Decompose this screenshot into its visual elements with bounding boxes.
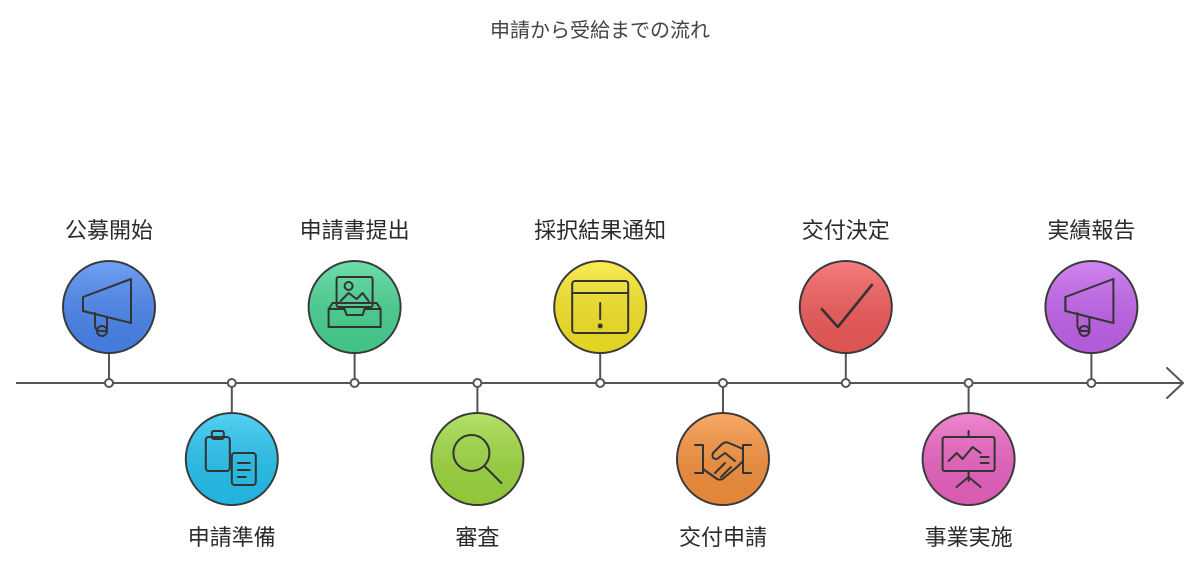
step-label: 公募開始 — [64, 219, 153, 244]
timeline-step — [676, 378, 770, 506]
megaphone-icon — [1064, 278, 1115, 337]
step-label: 申請書提出 — [299, 219, 410, 244]
timeline-step — [921, 378, 1016, 506]
checkmark-icon — [820, 283, 874, 329]
clipboard-document-icon — [204, 430, 257, 486]
timeline-step — [430, 378, 525, 506]
timeline-step — [184, 378, 279, 506]
inbox-tray-image-icon — [327, 276, 382, 328]
timeline-node — [349, 378, 360, 388]
timeline-node — [1086, 378, 1097, 388]
step-circle-shade — [923, 414, 1014, 504]
timeline-node — [963, 378, 974, 388]
step-label: 申請準備 — [187, 526, 276, 551]
step-label: 採択結果通知 — [534, 219, 667, 244]
step-circle-shade — [64, 262, 154, 352]
magnifier-icon — [452, 434, 503, 484]
timeline-step — [798, 260, 893, 388]
step-label: 交付申請 — [678, 526, 767, 551]
timeline-step — [62, 260, 156, 388]
megaphone-icon — [82, 278, 132, 337]
timeline-node — [472, 378, 483, 388]
step-circle-shade — [678, 414, 768, 504]
step-label: 審査 — [455, 526, 500, 551]
timeline-step — [1044, 260, 1139, 388]
timeline-step — [553, 260, 648, 388]
calendar-alert-icon — [571, 280, 630, 334]
presentation-chart-icon — [941, 430, 996, 488]
timeline-node — [840, 378, 851, 388]
timeline-step — [307, 260, 402, 388]
timeline-arrowhead — [1166, 367, 1184, 399]
timeline-node — [718, 378, 728, 388]
step-label: 交付決定 — [801, 219, 890, 244]
step-label: 実績報告 — [1047, 219, 1136, 244]
timeline-node — [226, 378, 237, 388]
step-label: 事業実施 — [924, 526, 1013, 551]
step-circle-shade — [800, 262, 891, 352]
diagram-title: 申請から受給までの流れ — [490, 18, 710, 42]
step-circle-shade — [432, 414, 523, 504]
step-circle-shade — [1046, 262, 1137, 352]
timeline-node — [595, 378, 606, 388]
handshake-icon — [694, 441, 752, 481]
timeline-node — [104, 378, 114, 388]
